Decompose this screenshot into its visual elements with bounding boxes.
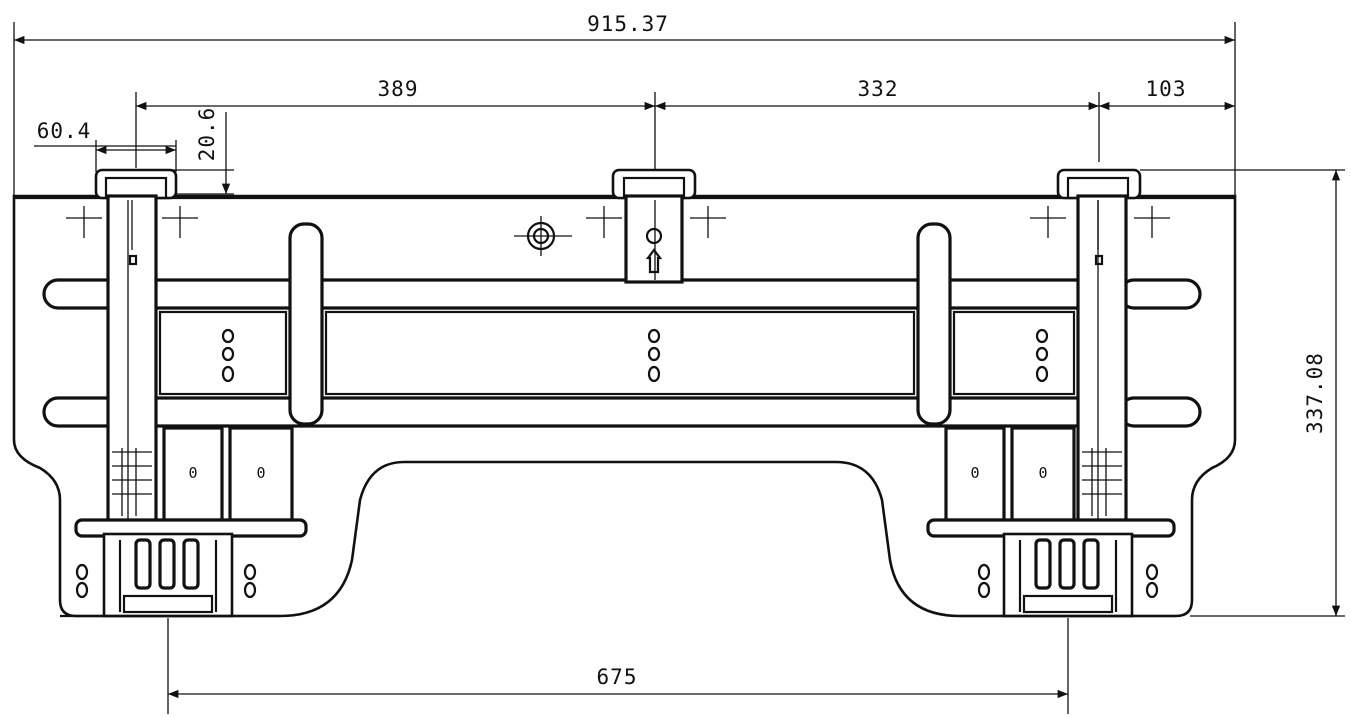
right-foot: [1002, 532, 1134, 618]
hole-crosses: [66, 200, 1170, 280]
top-clip-right: [1056, 168, 1142, 200]
dimension-bracket-height: 20.6: [168, 107, 234, 195]
dimension-overall-height: 337.08: [1140, 169, 1345, 617]
hole-mark-r1: 0: [970, 464, 979, 482]
foot-holes: [75, 563, 1159, 599]
right-panel: [952, 310, 1076, 396]
left-foot: [102, 532, 234, 618]
hole-mark-r2: 0: [1038, 464, 1047, 482]
right-upper-tab: [1118, 278, 1202, 310]
hole-mark-l1: 0: [188, 464, 197, 482]
dimension-bracket-width: 60.4: [34, 119, 177, 172]
top-clip-left: [94, 168, 178, 200]
center-panel: [324, 310, 916, 396]
lower-box-l1: [162, 426, 224, 522]
center-channel: [624, 194, 684, 284]
dim-label-bracket-width: 60.4: [37, 119, 92, 143]
dim-label-bottom-span: 675: [597, 665, 638, 689]
top-clip-center: [611, 168, 697, 200]
dimension-overall-width: 915.37: [13, 12, 1236, 196]
left-post: [288, 222, 324, 426]
dim-label-bracket-height: 20.6: [195, 107, 219, 162]
right-post: [916, 222, 952, 426]
dimension-bottom-span: 675: [167, 618, 1069, 714]
dimension-center-to-right: 332: [655, 77, 1100, 162]
mounting-holes: [128, 254, 1104, 383]
dimension-left-to-center: 389: [135, 77, 656, 175]
lower-rib: [106, 396, 1126, 428]
dim-label-overall-height: 337.08: [1303, 352, 1327, 434]
left-panel: [158, 310, 288, 396]
right-rail: [1076, 194, 1128, 524]
screw-icon: [514, 216, 572, 256]
lower-box-l2: [228, 426, 294, 522]
right-rail-hatch: [1082, 448, 1122, 516]
hole-mark-l2: 0: [256, 464, 265, 482]
left-rail: [106, 194, 158, 524]
dim-label-right-offset: 103: [1146, 77, 1187, 101]
right-lower-tab: [1118, 396, 1202, 428]
left-rail-hatch: [112, 448, 152, 516]
dimension-right-offset: 103: [1099, 77, 1235, 111]
dim-label-center-to-right: 332: [858, 77, 899, 101]
dim-label-overall-width: 915.37: [587, 12, 669, 36]
upper-rib: [106, 278, 1126, 310]
dim-label-left-to-center: 389: [378, 77, 419, 101]
